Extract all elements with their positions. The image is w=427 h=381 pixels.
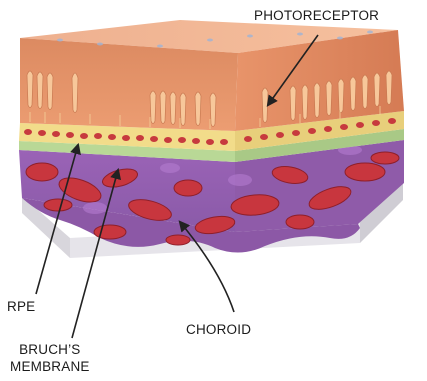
label-rpe: RPE (7, 298, 35, 315)
label-bruchs-membrane: BRUCH’S MEMBRANE (10, 341, 90, 375)
label-photoreceptor: PHOTORECEPTOR (254, 7, 379, 24)
label-choroid: CHOROID (186, 321, 251, 338)
retina-block (20, 20, 404, 131)
